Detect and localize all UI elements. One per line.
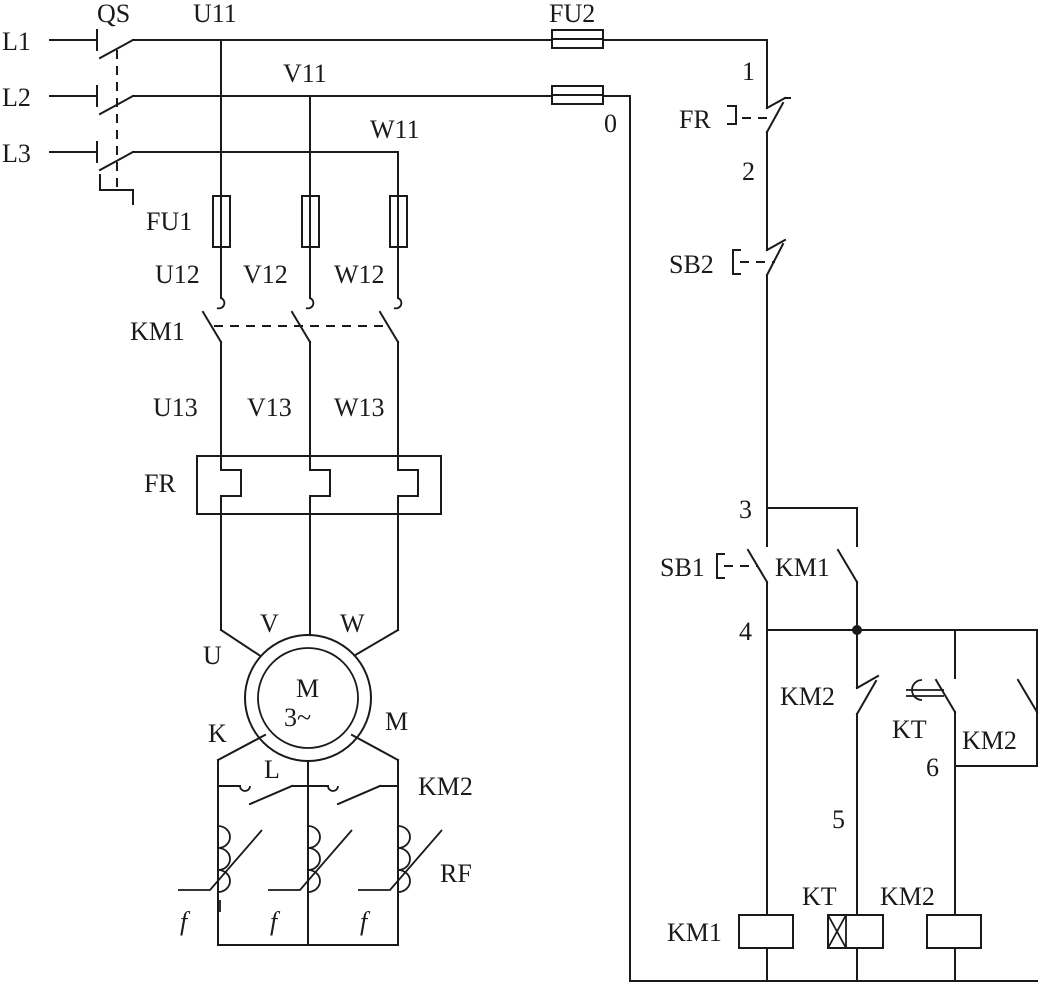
label-f-1: f [180,907,191,936]
label-v11: V11 [283,59,327,88]
label-node-2: 2 [742,157,755,186]
label-motor-m: M [296,674,319,703]
label-sb2: SB2 [669,250,714,279]
label-node-1: 1 [742,57,755,86]
thermal-relay-fr [196,455,442,515]
label-fu1: FU1 [146,207,192,236]
label-v12: V12 [243,260,288,289]
motor-secondary-leads [216,733,400,946]
label-m-terminal: M [385,707,408,736]
label-rf: RF [440,859,472,888]
coil-km1 [738,914,794,949]
coil-km2 [926,914,982,949]
label-u: U [203,641,222,670]
fuse-fu2 [551,29,604,105]
label-node-5: 5 [832,805,845,834]
branch-node-3 [766,507,858,547]
label-v: V [260,609,279,638]
km2-nc-contact [855,629,880,951]
label-km2-main: KM2 [418,772,473,801]
label-l3: L3 [2,139,31,168]
start-button-sb1 [716,548,769,951]
label-kt-contact: KT [892,715,927,744]
label-k: K [208,719,227,748]
isolator-switch-qs [49,29,135,205]
label-f-2: f [270,907,281,936]
bus-node-4 [766,625,1038,635]
label-u11: U11 [193,0,237,28]
frequency-rheostat-rf [178,825,443,912]
label-w12: W12 [334,260,385,289]
contactor-km2-main [217,784,399,806]
label-node-4: 4 [739,617,752,646]
label-u13: U13 [153,393,198,422]
label-fr-control: FR [679,105,711,134]
label-node-0: 0 [604,109,617,138]
label-node-6: 6 [926,753,939,782]
label-fr-main: FR [144,469,176,498]
label-km2-nc: KM2 [780,682,835,711]
km2-aux-contact [954,629,1039,767]
motor-leads [219,513,400,659]
label-km2-aux: KM2 [962,726,1017,755]
label-l1: L1 [2,27,31,56]
label-km1-aux: KM1 [775,553,830,582]
fuse-fu1 [212,195,408,299]
label-kt-coil: KT [802,882,837,911]
label-km1-coil: KM1 [667,918,722,947]
fr-nc-contact [727,94,791,241]
label-w: W [340,609,365,638]
coil-kt [827,914,884,949]
label-motor-phase: 3~ [284,703,311,732]
stop-button-sb2 [732,238,787,547]
label-node-3: 3 [739,495,752,524]
label-fu2: FU2 [549,0,595,28]
label-u12: U12 [155,260,200,289]
kt-timed-contact [906,629,957,951]
km1-aux-contact [836,548,859,631]
label-w13: W13 [334,393,385,422]
power-phase-lines [220,39,399,197]
label-v13: V13 [247,393,292,422]
label-l: L [264,755,280,784]
label-sb1: SB1 [660,553,705,582]
label-qs: QS [97,0,130,28]
supply-buses [132,39,768,982]
label-l2: L2 [2,83,31,112]
label-km2-coil: KM2 [880,882,935,911]
return-bus [629,949,1038,982]
label-f-3: f [360,907,371,936]
contactor-km1-main [201,297,403,457]
label-km1-main: KM1 [130,317,185,346]
label-w11: W11 [370,115,420,144]
